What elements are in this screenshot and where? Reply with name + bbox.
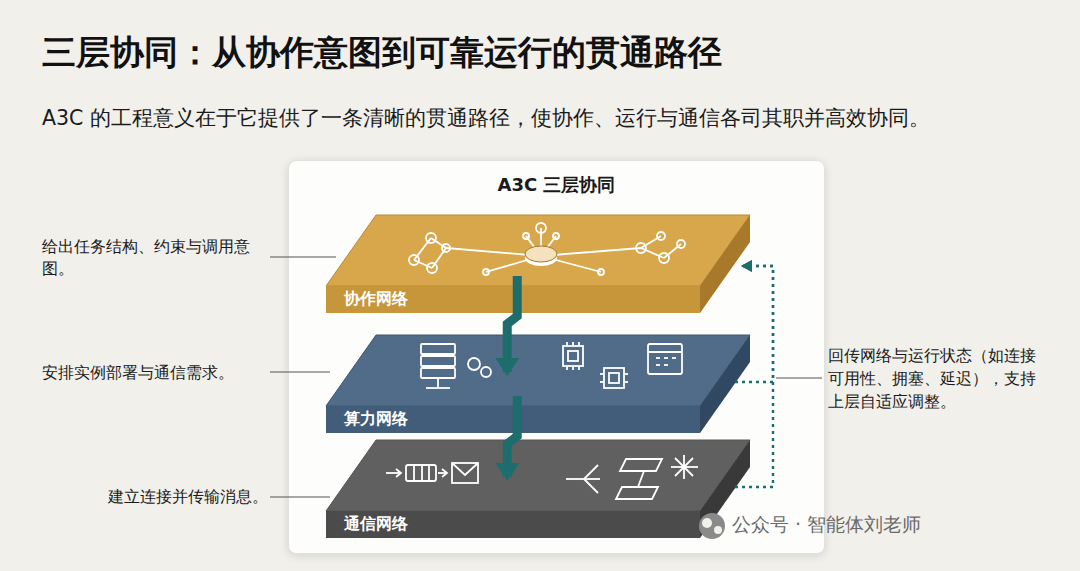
panel-card: A3C 三层协同协作网络算力网络通信网络 (288, 160, 825, 554)
watermark-icon (699, 513, 725, 539)
leader-line (270, 371, 330, 372)
annotation: 建立连接并传输消息。 (72, 486, 268, 508)
layer-name: 算力网络 (344, 409, 408, 430)
annotation: 安排实例部署与通信需求。 (42, 362, 268, 384)
panel-heading: A3C 三层协同 (289, 173, 824, 197)
subtitle: A3C 的工程意义在于它提供了一条清晰的贯通路径，使协作、运行与通信各司其职并高… (42, 104, 930, 132)
layer-slab: 算力网络 (326, 334, 751, 434)
leader-line (270, 256, 336, 257)
layer-name: 协作网络 (344, 289, 408, 310)
annotation: 给出任务结构、约束与调用意图。 (42, 236, 268, 280)
layer-slab: 协作网络 (326, 214, 751, 314)
watermark: 公众号 · 智能体刘老师 (732, 512, 921, 538)
leader-line (776, 377, 822, 378)
layer-slab: 通信网络 (326, 439, 751, 539)
leader-line (270, 496, 330, 497)
page-title: 三层协同：从协作意图到可靠运行的贯通路径 (42, 30, 722, 76)
annotation: 回传网络与运行状态（如连接可用性、拥塞、延迟），支持上层自适应调整。 (828, 344, 1050, 413)
layer-name: 通信网络 (344, 514, 408, 535)
